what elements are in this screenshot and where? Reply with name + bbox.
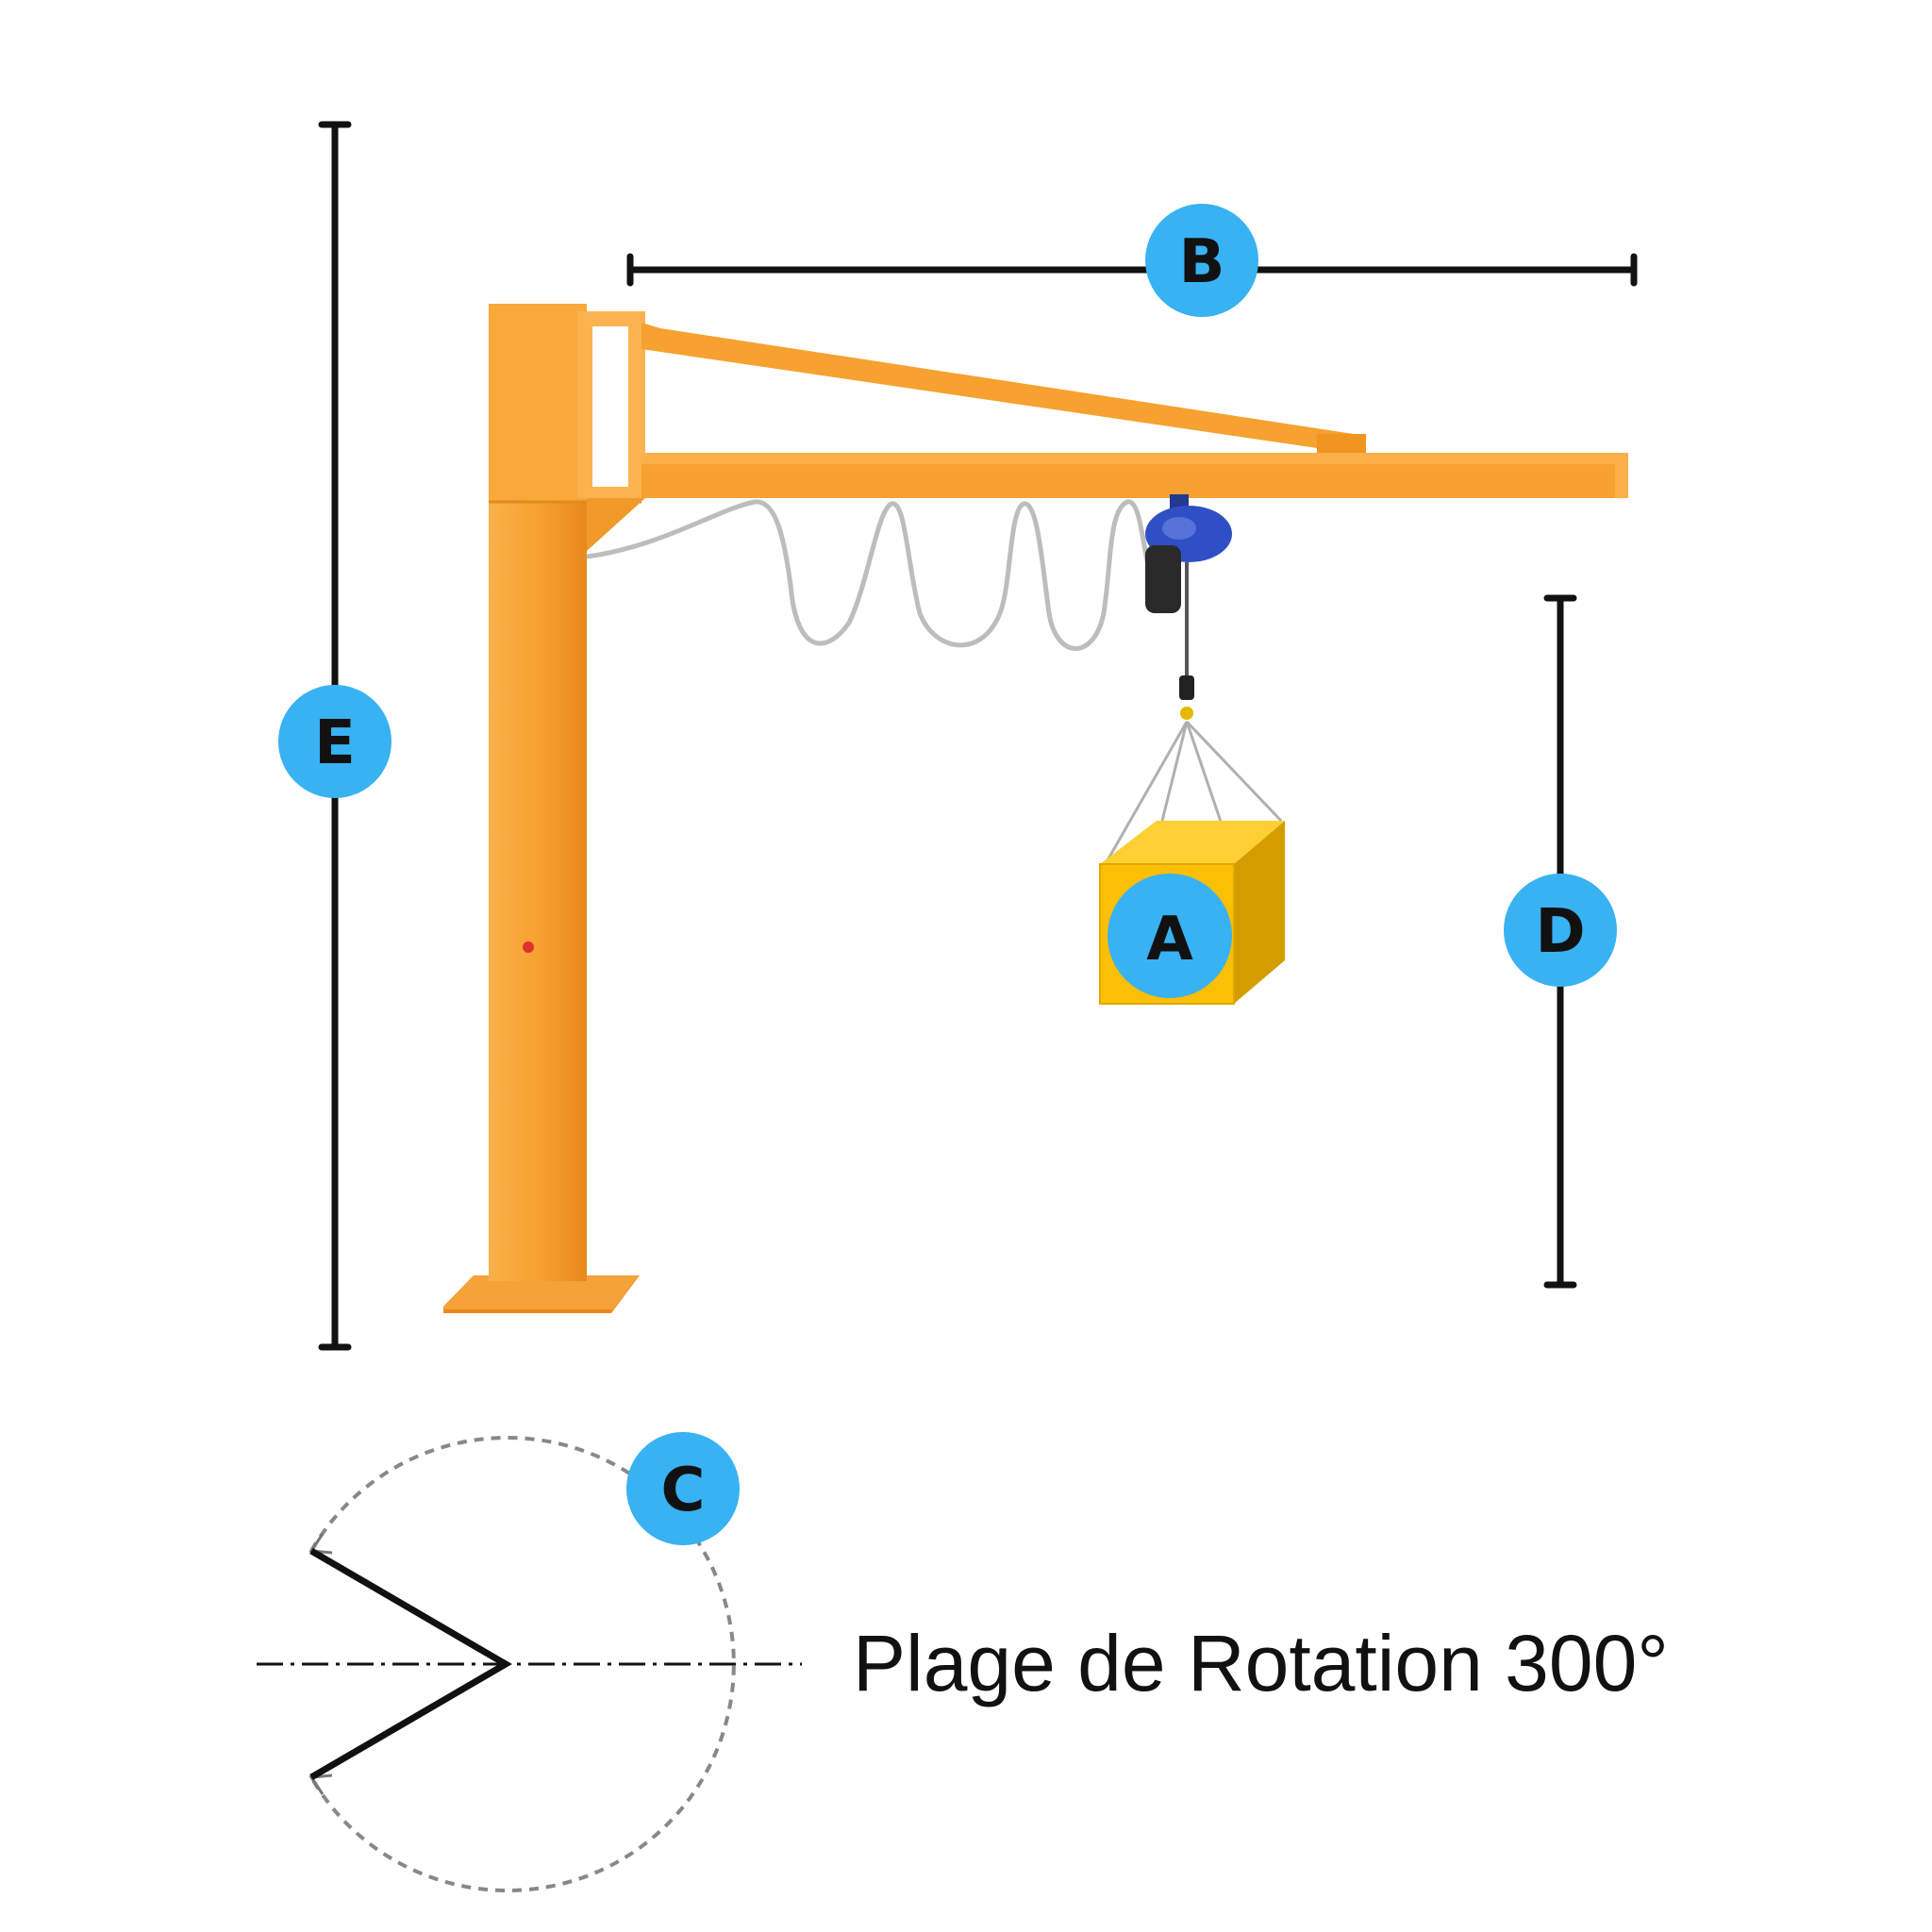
marker-b-label: B bbox=[1179, 227, 1225, 297]
rotation-arc bbox=[309, 1436, 736, 1892]
dimension-b bbox=[626, 253, 1638, 287]
marker-e: E bbox=[278, 685, 391, 798]
marker-c-label: C bbox=[661, 1456, 706, 1525]
marker-b: B bbox=[1145, 204, 1258, 317]
marker-a-label: A bbox=[1146, 905, 1193, 974]
rotation-limit-arms bbox=[309, 1547, 512, 1781]
electric-hoist bbox=[1145, 494, 1232, 720]
marker-a: A bbox=[1108, 874, 1232, 998]
marker-c: C bbox=[626, 1432, 740, 1545]
rotation-caption: Plage de Rotation 300° bbox=[853, 1619, 1669, 1707]
jib-crane bbox=[443, 304, 1628, 1313]
post-indicator-dot bbox=[523, 941, 534, 953]
rotation-diagram: C bbox=[257, 1432, 802, 1892]
marker-d: D bbox=[1504, 874, 1617, 987]
festoon-cable bbox=[586, 499, 1154, 651]
crane-tie-rod bbox=[641, 323, 1366, 455]
marker-d-label: D bbox=[1535, 897, 1585, 967]
marker-e-label: E bbox=[314, 708, 356, 778]
